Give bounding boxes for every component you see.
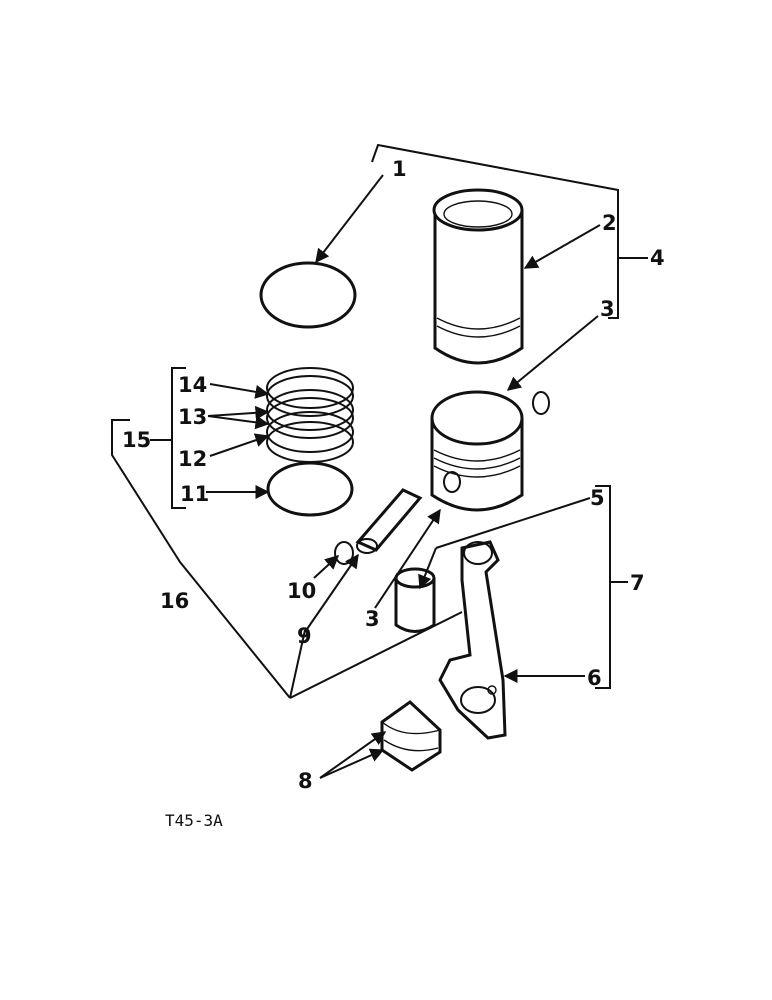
piston [430, 390, 524, 512]
callout-10: 10 [287, 579, 316, 603]
callout-9: 9 [297, 624, 312, 648]
callout-12: 12 [178, 447, 207, 471]
snap-ring [334, 541, 354, 565]
piston-pin [355, 488, 423, 554]
callout-15: 15 [122, 428, 151, 452]
cylinder-liner [432, 188, 524, 365]
rod-bushing [394, 567, 436, 633]
group-brackets [111, 143, 648, 699]
piston-ring-set [266, 367, 354, 463]
callout-3-bottom: 3 [365, 607, 380, 631]
callout-3-top: 3 [600, 297, 615, 321]
leader-lines [206, 174, 601, 779]
callout-2: 2 [602, 211, 617, 235]
callout-11: 11 [180, 482, 209, 506]
connecting-rod [438, 540, 507, 740]
drawing-reference: T45-3A [165, 811, 223, 830]
callout-5: 5 [590, 486, 605, 510]
callout-14: 14 [178, 373, 207, 397]
callout-16: 16 [160, 589, 189, 613]
rod-bearing [380, 700, 442, 772]
liner-o-ring [259, 261, 357, 329]
callout-1: 1 [392, 157, 407, 181]
callout-4: 4 [650, 246, 665, 270]
callout-6: 6 [587, 666, 602, 690]
callout-13: 13 [178, 405, 207, 429]
oil-ring [266, 461, 354, 517]
callout-8: 8 [298, 769, 313, 793]
callout-7: 7 [630, 571, 645, 595]
piston-pin-retainer [532, 391, 550, 415]
callout-labels: 1 2 3 4 5 6 7 8 9 10 11 12 13 14 15 16 3 [122, 157, 665, 793]
